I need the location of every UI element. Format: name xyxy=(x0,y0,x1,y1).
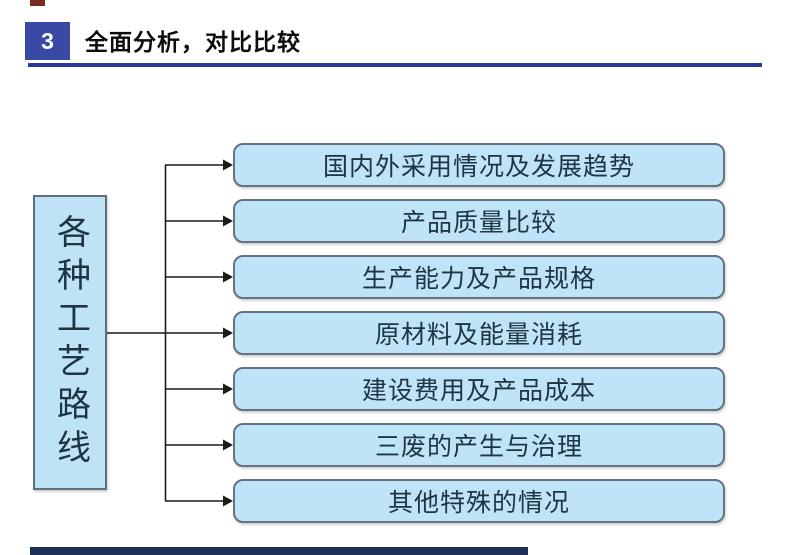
branch-arrowhead-3 xyxy=(223,271,233,283)
root-node-label: 各种工艺路线 xyxy=(51,213,89,472)
section-number-badge: 3 xyxy=(25,22,70,60)
branch-box-3: 生产能力及产品规格 xyxy=(233,255,725,299)
branch-box-5: 建设费用及产品成本 xyxy=(233,367,725,411)
branch-arrowhead-1 xyxy=(223,159,233,171)
branch-box-7: 其他特殊的情况 xyxy=(233,479,725,523)
branch-arrowhead-5 xyxy=(223,383,233,395)
branch-box-1: 国内外采用情况及发展趋势 xyxy=(233,143,725,187)
root-node-box: 各种工艺路线 xyxy=(33,195,107,490)
branch-arrowhead-4 xyxy=(223,327,233,339)
header-divider xyxy=(28,63,762,67)
bottom-accent-bar xyxy=(30,547,528,555)
section-number: 3 xyxy=(41,27,54,54)
top-left-accent-mark xyxy=(30,0,45,6)
branch-arrowhead-7 xyxy=(223,495,233,507)
branch-arrowhead-2 xyxy=(223,215,233,227)
branch-box-2: 产品质量比较 xyxy=(233,199,725,243)
branch-box-4: 原材料及能量消耗 xyxy=(233,311,725,355)
branch-arrowhead-6 xyxy=(223,439,233,451)
branch-box-6: 三废的产生与治理 xyxy=(233,423,725,467)
page-title: 全面分析，对比比较 xyxy=(85,29,301,55)
